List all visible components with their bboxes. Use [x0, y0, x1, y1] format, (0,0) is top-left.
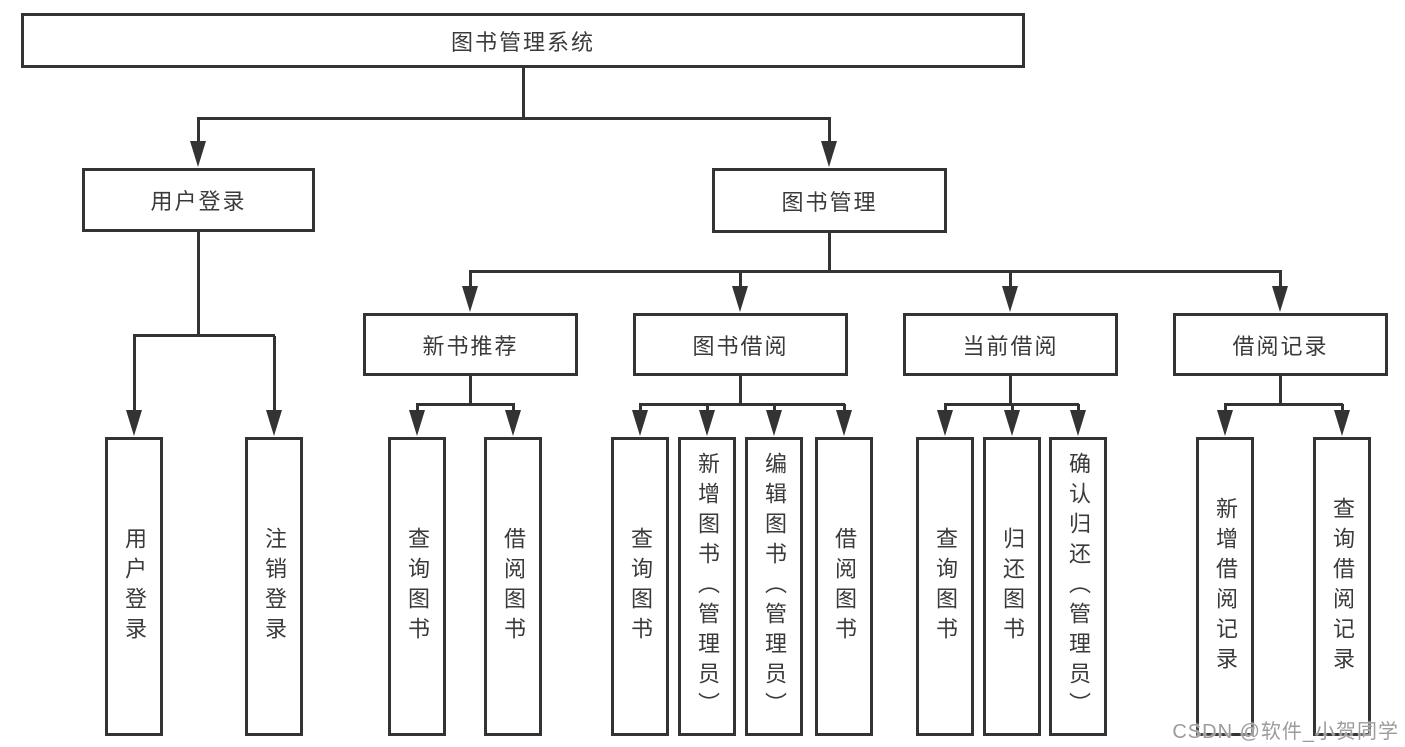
arrow-down-icon: [699, 410, 715, 436]
arrow-down-icon: [1002, 286, 1018, 312]
connector-level1-branch: [197, 117, 831, 120]
node-user-login: 用户登录: [82, 168, 315, 232]
arrow-down-icon: [1272, 286, 1288, 312]
node-root: 图书管理系统: [21, 13, 1025, 68]
node-current-borrow-label: 当前借阅: [962, 333, 1059, 359]
leaf-logout: 注销登录: [245, 437, 303, 736]
arrow-down-icon: [409, 410, 425, 436]
arrow-down-icon: [126, 410, 142, 436]
leaf-user-login: 用户登录: [105, 437, 163, 736]
leaf-user-login-label: 用户登录: [122, 526, 147, 647]
connector-user-login-branch: [133, 334, 275, 337]
leaf-confirm-return-admin: 确认归还（管理员）: [1049, 437, 1107, 736]
arrow-down-icon: [1070, 410, 1086, 436]
connector-drop-borrow-records: [1279, 272, 1282, 290]
leaf-query-borrow-record: 查询借阅记录: [1313, 437, 1371, 736]
node-book-borrow-label: 图书借阅: [692, 333, 789, 359]
connector-drop-book-mgmt: [828, 118, 831, 144]
node-new-books: 新书推荐: [363, 313, 578, 376]
node-user-login-label: 用户登录: [150, 189, 247, 214]
leaf-query-books-2: 查询图书: [611, 437, 669, 736]
arrow-down-icon: [462, 286, 478, 312]
connector-new-books-branch: [416, 403, 515, 406]
connector-drop-user-login: [197, 118, 200, 144]
leaf-query-books-2-label: 查询图书: [628, 526, 653, 647]
node-book-mgmt: 图书管理: [712, 168, 947, 233]
connector-root-stem: [522, 68, 525, 120]
arrow-down-icon: [1004, 410, 1020, 436]
connector-drop-new-books: [469, 272, 472, 290]
connector-current-borrow-stem: [1009, 376, 1012, 406]
leaf-borrow-books: 借阅图书: [484, 437, 542, 736]
csdn-watermark: CSDN @软件_小贺同学: [1172, 721, 1399, 743]
node-root-label: 图书管理系统: [450, 29, 595, 55]
node-borrow-records-label: 借阅记录: [1232, 333, 1329, 359]
leaf-add-borrow-record-label: 新增借阅记录: [1213, 496, 1238, 677]
arrow-down-icon: [190, 141, 206, 167]
arrow-down-icon: [766, 410, 782, 436]
arrow-down-icon: [732, 286, 748, 312]
arrow-down-icon: [266, 410, 282, 436]
connector-new-books-stem: [469, 376, 472, 406]
connector-user-login-stem: [197, 232, 200, 336]
arrow-down-icon: [632, 410, 648, 436]
leaf-borrow-books-2-label: 借阅图书: [832, 526, 857, 647]
connector-borrow-records-stem: [1279, 376, 1282, 406]
connector-book-mgmt-stem: [828, 233, 831, 273]
node-book-mgmt-label: 图书管理: [781, 189, 878, 215]
arrow-down-icon: [821, 141, 837, 167]
arrow-down-icon: [505, 410, 521, 436]
connector-level3-branch: [469, 270, 1282, 273]
arrow-down-icon: [937, 410, 953, 436]
leaf-query-books: 查询图书: [388, 437, 446, 736]
connector-drop-current-borrow: [1009, 272, 1012, 290]
arrow-down-icon: [1217, 410, 1233, 436]
node-new-books-label: 新书推荐: [422, 333, 519, 359]
connector-borrow-records-branch: [1224, 403, 1343, 406]
leaf-query-books-3: 查询图书: [916, 437, 974, 736]
leaf-add-book-admin: 新增图书（管理员）: [678, 437, 736, 736]
connector-book-borrow-stem: [739, 376, 742, 406]
node-borrow-records: 借阅记录: [1173, 313, 1388, 376]
arrow-down-icon: [836, 410, 852, 436]
leaf-add-borrow-record: 新增借阅记录: [1196, 437, 1254, 736]
connector-drop-book-borrow: [739, 272, 742, 290]
leaf-edit-book-admin: 编辑图书（管理员）: [745, 437, 803, 736]
leaf-logout-label: 注销登录: [262, 526, 287, 647]
leaf-confirm-return-admin-label: 确认归还（管理员）: [1066, 451, 1091, 722]
leaf-query-books-3-label: 查询图书: [933, 526, 958, 647]
node-current-borrow: 当前借阅: [903, 313, 1118, 376]
leaf-add-book-admin-label: 新增图书（管理员）: [695, 451, 720, 722]
leaf-return-book: 归还图书: [983, 437, 1041, 736]
leaf-borrow-books-2: 借阅图书: [815, 437, 873, 736]
leaf-query-borrow-record-label: 查询借阅记录: [1330, 496, 1355, 677]
leaf-query-books-label: 查询图书: [405, 526, 430, 647]
leaf-return-book-label: 归还图书: [1000, 526, 1025, 647]
connector-drop-leaf: [133, 336, 136, 412]
arrow-down-icon: [1334, 410, 1350, 436]
connector-book-borrow-branch: [639, 403, 845, 406]
leaf-edit-book-admin-label: 编辑图书（管理员）: [762, 451, 787, 722]
leaf-borrow-books-label: 借阅图书: [501, 526, 526, 647]
connector-drop-leaf: [273, 336, 276, 412]
node-book-borrow: 图书借阅: [633, 313, 848, 376]
